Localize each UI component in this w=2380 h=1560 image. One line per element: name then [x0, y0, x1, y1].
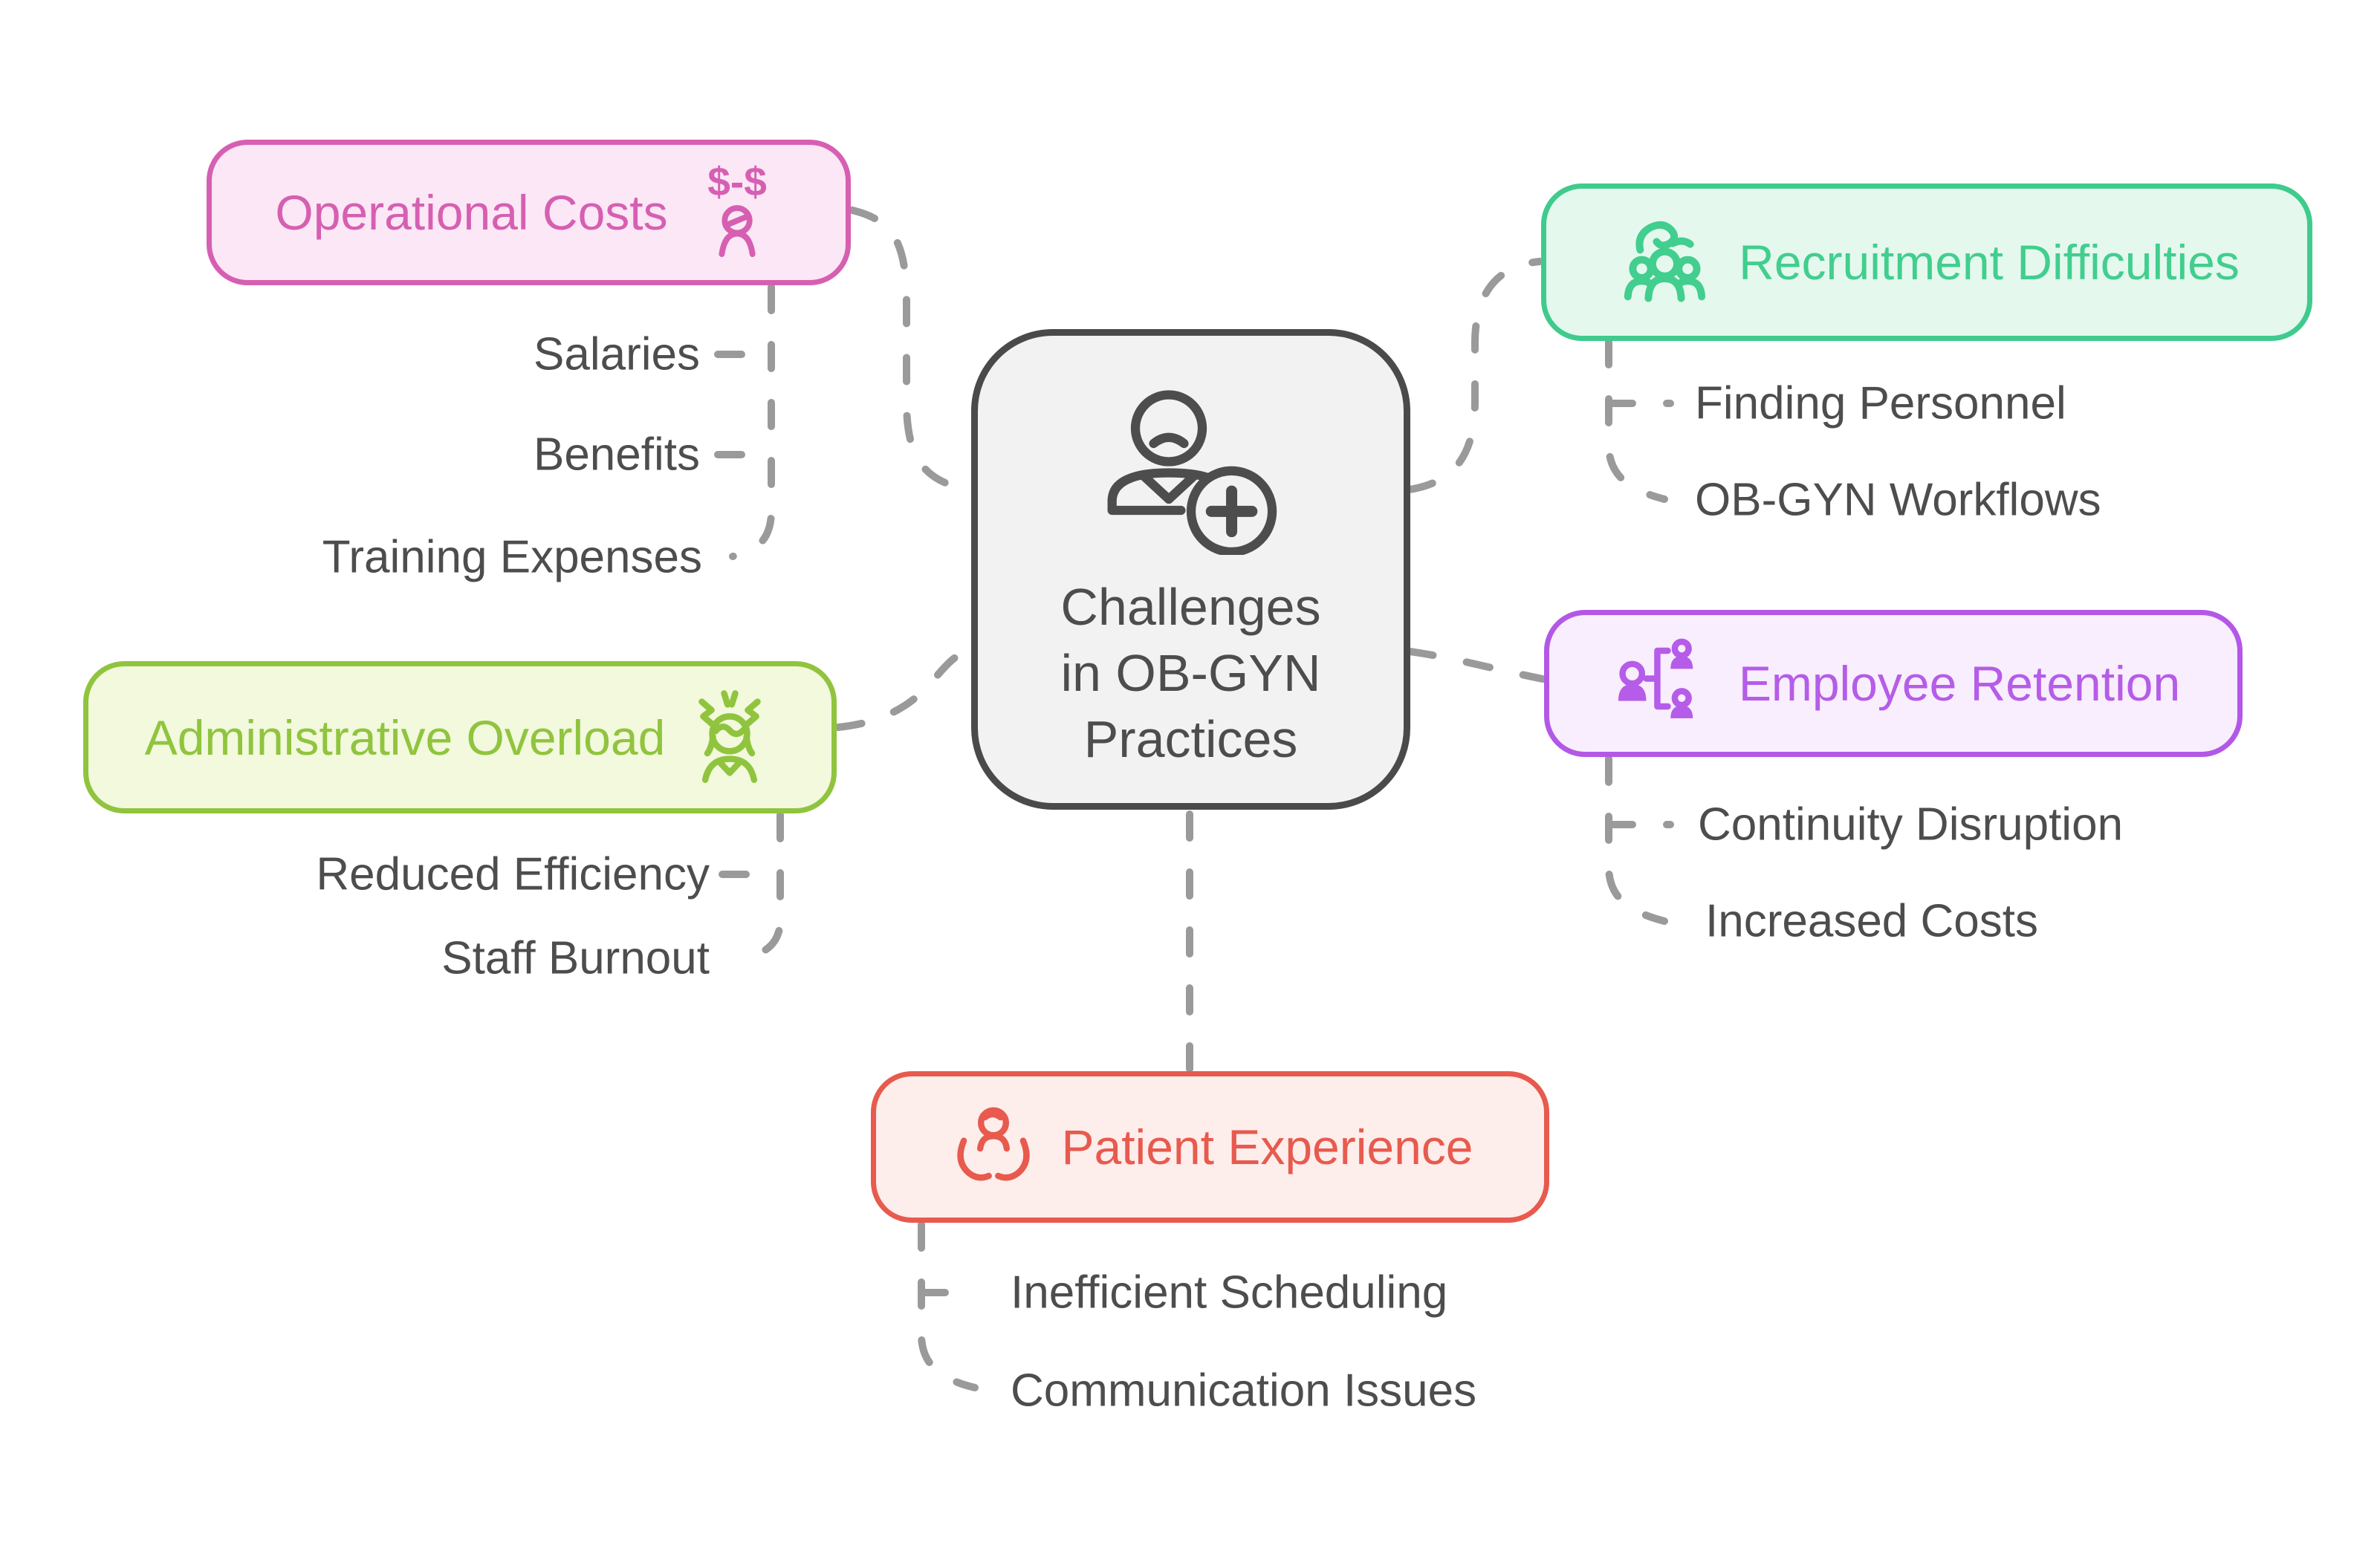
- connector-admin-to-center: [834, 647, 973, 731]
- subitem-benefits: Benefits: [533, 429, 700, 481]
- hand-over-crowd-icon: [1624, 221, 1706, 302]
- node-operational-costs: Operational Costs $-$: [207, 140, 851, 285]
- node-operational-costs-label: Operational Costs: [275, 185, 668, 240]
- subitem-training-expenses: Training Expenses: [322, 531, 702, 583]
- subitem-increased-costs: Increased Costs: [1705, 895, 2038, 947]
- center-title: Challenges in OB-GYN Practices: [1060, 574, 1320, 773]
- subitem-communication-issues: Communication Issues: [1011, 1365, 1477, 1417]
- subitem-salaries: Salaries: [534, 328, 700, 380]
- node-recruitment-difficulties-label: Recruitment Difficulties: [1739, 235, 2240, 290]
- connector-operational-to-center: [849, 207, 973, 493]
- node-administrative-overload: Administrative Overload: [83, 661, 837, 813]
- node-patient-experience: Patient Experience: [871, 1071, 1549, 1223]
- center-title-line: Challenges: [1060, 578, 1321, 636]
- subitem-continuity-disruption: Continuity Disruption: [1698, 799, 2124, 851]
- connector-retention-items: [1605, 755, 1668, 925]
- doctor-plus-icon: [1107, 390, 1277, 555]
- subitem-inefficient-scheduling: Inefficient Scheduling: [1011, 1267, 1448, 1319]
- connector-center-to-retention: [1406, 648, 1546, 683]
- connector-recruitment-items: [1605, 337, 1668, 503]
- caring-hands-person-icon: [957, 1107, 1031, 1181]
- subitem-obgyn-workflows: OB-GYN Workflows: [1695, 474, 2101, 526]
- subitem-staff-burnout: Staff Burnout: [441, 932, 710, 984]
- node-patient-experience-label: Patient Experience: [1061, 1119, 1473, 1174]
- connector-admin-items: [736, 811, 784, 963]
- center-title-line: Practices: [1083, 710, 1298, 768]
- subitem-finding-personnel: Finding Personnel: [1695, 377, 2066, 429]
- org-chart-people-icon: [1618, 638, 1693, 718]
- connector-patient-items: [918, 1221, 979, 1391]
- node-center: Challenges in OB-GYN Practices: [971, 329, 1410, 810]
- node-employee-retention: Employee Retention: [1544, 610, 2243, 757]
- subitem-reduced-efficiency: Reduced Efficiency: [316, 848, 710, 900]
- dollar-stress-person-icon: $-$: [707, 158, 767, 257]
- node-recruitment-difficulties: Recruitment Difficulties: [1541, 183, 2312, 341]
- stressed-person-icon: [698, 690, 762, 783]
- center-title-line: in OB-GYN: [1060, 644, 1321, 702]
- node-employee-retention-label: Employee Retention: [1738, 656, 2181, 711]
- dollar-glyph: $-$: [707, 158, 767, 204]
- node-administrative-overload-label: Administrative Overload: [144, 709, 666, 765]
- connector-center-to-recruitment: [1406, 258, 1543, 493]
- connector-operational-items: [729, 283, 775, 560]
